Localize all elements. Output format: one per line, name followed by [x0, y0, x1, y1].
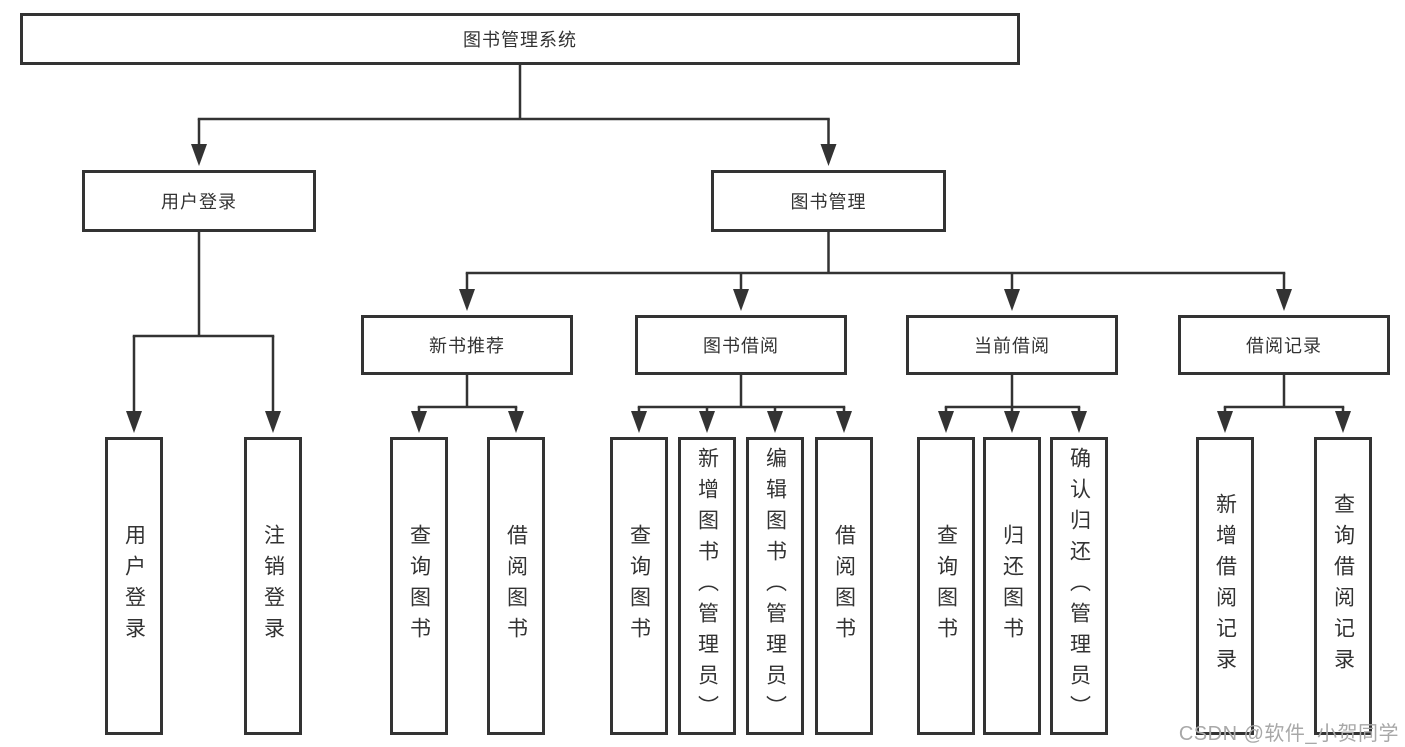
leaf-borrow-books-1: 借阅图书 — [487, 437, 545, 735]
leaf-query-borrow-record: 查询借阅记录 — [1314, 437, 1372, 735]
leaf-query-books-2: 查询图书 — [610, 437, 668, 735]
node-book-borrowing: 图书借阅 — [635, 315, 847, 375]
leaf-add-books-admin: 新增图书（管理员） — [678, 437, 736, 735]
leaf-confirm-return-admin: 确认归还（管理员） — [1050, 437, 1108, 735]
node-user-login: 用户登录 — [82, 170, 316, 232]
node-library-management-system: 图书管理系统 — [20, 13, 1020, 65]
node-current-borrowing: 当前借阅 — [906, 315, 1118, 375]
node-borrowing-records: 借阅记录 — [1178, 315, 1390, 375]
leaf-return-books: 归还图书 — [983, 437, 1041, 735]
node-new-book-recommendation: 新书推荐 — [361, 315, 573, 375]
leaf-edit-books-admin: 编辑图书（管理员） — [746, 437, 804, 735]
leaf-add-borrow-record: 新增借阅记录 — [1196, 437, 1254, 735]
leaf-query-books-3: 查询图书 — [917, 437, 975, 735]
leaf-query-books-1: 查询图书 — [390, 437, 448, 735]
csdn-watermark: CSDN @软件_小贺同学 — [1178, 723, 1399, 745]
leaf-borrow-books-2: 借阅图书 — [815, 437, 873, 735]
node-book-management: 图书管理 — [711, 170, 946, 232]
leaf-logout: 注销登录 — [244, 437, 302, 735]
leaf-user-login: 用户登录 — [105, 437, 163, 735]
